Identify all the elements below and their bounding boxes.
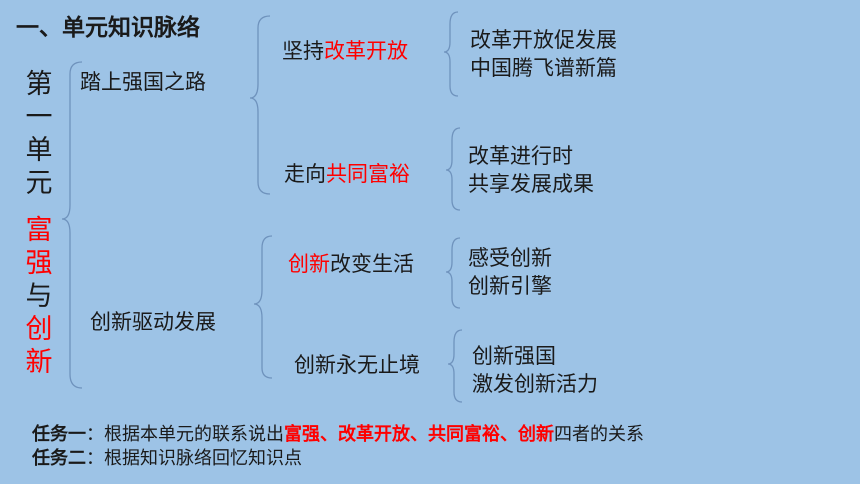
- unit-char: 元: [25, 168, 53, 199]
- unit-char: 单: [25, 135, 53, 166]
- unit-char: 新: [25, 347, 53, 378]
- topic2-bracket: [445, 127, 461, 211]
- unit-char: 创: [25, 314, 53, 345]
- list-item: 感受创新: [468, 246, 552, 270]
- list-item: 中国腾飞谱新篇: [470, 56, 617, 80]
- task-line: 任务一：根据本单元的联系说出富强、改革开放、共同富裕、创新四者的关系: [32, 424, 644, 445]
- list-item: 激发创新活力: [472, 372, 598, 396]
- unit-title-vertical: 富 强 与 创 新: [22, 214, 56, 379]
- unit-char: 强: [25, 248, 53, 279]
- page-title: 一、单元知识脉络: [16, 15, 200, 41]
- unit-bracket: [61, 61, 83, 389]
- topic-items: 创新强国 激发创新活力: [472, 342, 598, 398]
- topic-label: 坚持改革开放: [282, 39, 408, 63]
- branch-label: 踏上强国之路: [80, 70, 206, 94]
- unit-char: 第: [25, 69, 53, 100]
- topic-label: 走向共同富裕: [284, 162, 410, 186]
- unit-number-vertical: 第 一 单 元: [22, 68, 56, 200]
- topic-items: 改革开放促发展 中国腾飞谱新篇: [470, 26, 617, 82]
- topic-items: 改革进行时 共享发展成果: [468, 142, 594, 198]
- branch-label: 创新驱动发展: [90, 310, 216, 334]
- list-item: 改革进行时: [468, 144, 573, 168]
- topic-items: 感受创新 创新引擎: [468, 244, 552, 300]
- unit-char: 富: [25, 215, 53, 246]
- list-item: 共享发展成果: [468, 172, 594, 196]
- list-item: 创新引擎: [468, 274, 552, 298]
- topic4-bracket: [447, 329, 463, 403]
- list-item: 创新强国: [472, 344, 556, 368]
- topic3-bracket: [445, 237, 461, 309]
- topic1-bracket: [443, 11, 459, 97]
- branch1-bracket: [249, 15, 271, 195]
- unit-char: 与: [25, 281, 53, 312]
- branch2-bracket: [253, 235, 273, 379]
- topic-label: 创新永无止境: [294, 353, 420, 377]
- topic-label: 创新改变生活: [288, 252, 414, 276]
- list-item: 改革开放促发展: [470, 28, 617, 52]
- unit-char: 一: [25, 102, 53, 133]
- task-line: 任务二：根据知识脉络回忆知识点: [32, 448, 302, 469]
